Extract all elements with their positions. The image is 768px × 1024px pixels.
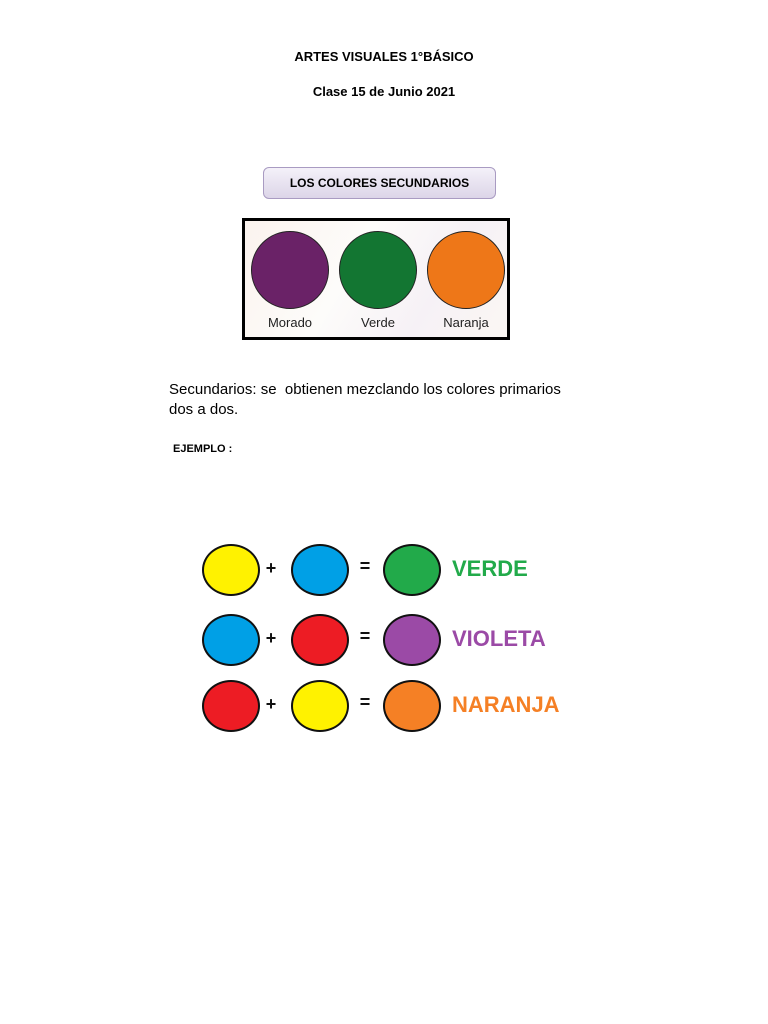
mix-row-naranja-color-a: [202, 680, 260, 732]
section-title: LOS COLORES SECUNDARIOS: [289, 176, 470, 190]
mix-row-naranja-result-color: [383, 680, 441, 732]
equals-sign: =: [359, 692, 371, 712]
description-line-2: dos a dos.: [169, 401, 239, 418]
mix-row-verde-result-color: [383, 544, 441, 596]
mix-row-verde-color-b: [291, 544, 349, 596]
swatch-green: [339, 231, 417, 309]
mix-row-violeta-result-label: VIOLETA: [452, 626, 546, 651]
swatch-label-orange: Naranja: [443, 315, 489, 330]
mix-row-verde-color-a: [202, 544, 260, 596]
mix-row-naranja-color-b: [291, 680, 349, 732]
mix-row-violeta-result-color: [383, 614, 441, 666]
class-date: Clase 15 de Junio 2021: [312, 84, 456, 99]
page-title: ARTES VISUALES 1°BÁSICO: [294, 49, 474, 64]
swatch-purple: [251, 231, 329, 309]
plus-sign: +: [265, 558, 277, 578]
swatch-orange: [427, 231, 505, 309]
mix-row-naranja-result-label: NARANJA: [452, 692, 560, 717]
mix-row-violeta-color-b: [291, 614, 349, 666]
plus-sign: +: [265, 694, 277, 714]
equals-sign: =: [359, 556, 371, 576]
mix-row-verde-result-label: VERDE: [452, 556, 528, 581]
description-line-1: Secundarios: se obtienen mezclando los c…: [169, 381, 561, 398]
mix-row-violeta-color-a: [202, 614, 260, 666]
swatch-label-purple: Morado: [267, 315, 313, 330]
description-paragraph: Secundarios: se obtienen mezclando los c…: [169, 380, 609, 420]
secondary-colors-palette: Morado Verde Naranja: [242, 218, 510, 340]
equals-sign: =: [359, 626, 371, 646]
example-label: EJEMPLO :: [173, 443, 233, 455]
swatch-label-green: Verde: [361, 315, 395, 330]
section-title-box: LOS COLORES SECUNDARIOS: [263, 167, 496, 199]
color-mixing-diagram: + = VERDE + = VIOLETA + = NARANJA: [195, 540, 575, 735]
plus-sign: +: [265, 628, 277, 648]
